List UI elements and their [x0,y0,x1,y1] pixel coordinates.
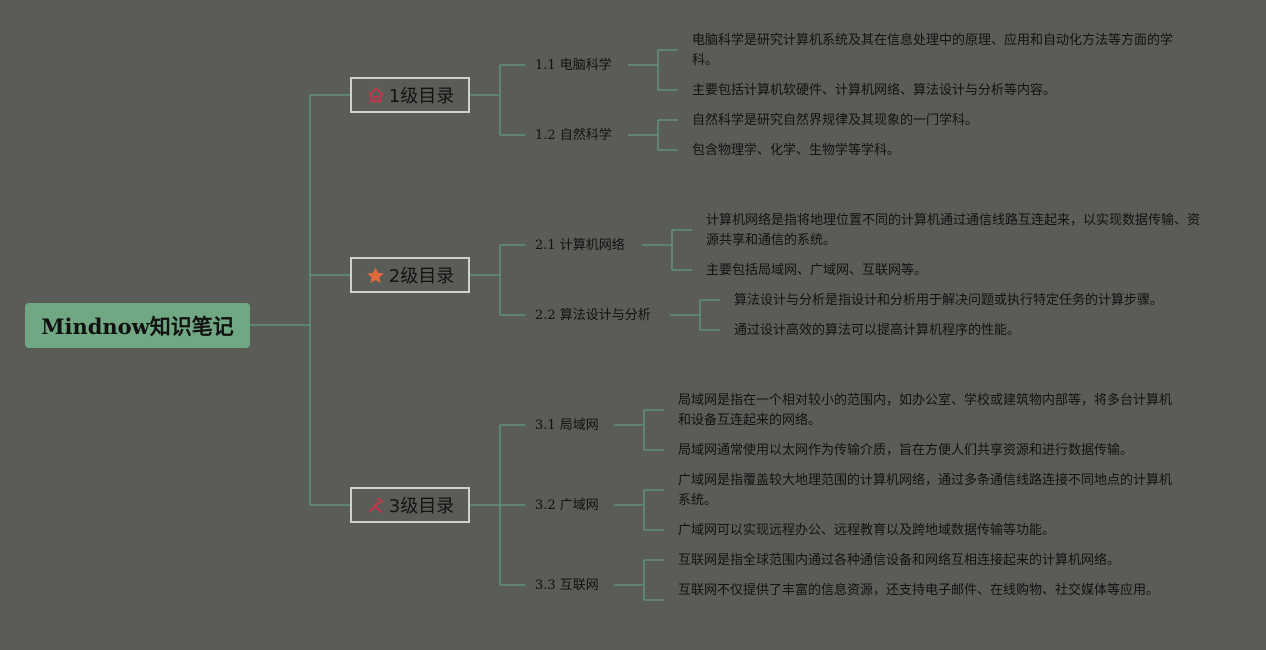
branch-2-node[interactable]: 2级目录 [350,257,470,293]
topic-1-2[interactable]: 1.2 自然科学 [535,128,612,143]
branch-2-label: 2级目录 [388,266,455,287]
branch-1-node[interactable]: 1级目录 [350,77,470,113]
root-label: Mindnow知识笔记 [41,313,234,339]
note-1-2-b[interactable]: 包含物理学、化学、生物学等学科。 [692,143,901,158]
topic-1-1[interactable]: 1.1 电脑科学 [535,58,612,73]
note-3-3-b[interactable]: 互联网不仅提供了丰富的信息资源，还支持电子邮件、在线购物、社交媒体等应用。 [678,583,1160,598]
topic-3-1[interactable]: 3.1 局域网 [535,418,599,433]
note-2-1-b[interactable]: 主要包括局域网、广域网、互联网等。 [706,263,928,278]
note-3-3-a[interactable]: 互联网是指全球范围内通过各种通信设备和网络互相连接起来的计算机网络。 [678,553,1121,568]
branch-3-label: 3级目录 [388,496,455,517]
root-node[interactable]: Mindnow知识笔记 [25,303,250,348]
note-1-2-a[interactable]: 自然科学是研究自然界规律及其现象的一门学科。 [692,113,979,128]
note-3-2-a[interactable]: 广域网是指覆盖较大地理范围的计算机网络，通过多条通信线路连接不同地点的计算机系统… [678,473,1173,508]
branch-3-node[interactable]: 3级目录 [350,487,470,523]
note-1-1-b[interactable]: 主要包括计算机软硬件、计算机网络、算法设计与分析等内容。 [692,83,1057,98]
tools-icon [366,495,386,515]
note-2-2-b[interactable]: 通过设计高效的算法可以提高计算机程序的性能。 [734,323,1021,338]
note-3-2-b[interactable]: 广域网可以实现远程办公、远程教育以及跨地域数据传输等功能。 [678,523,1056,538]
note-3-1-a[interactable]: 局域网是指在一个相对较小的范围内，如办公室、学校或建筑物内部等，将多台计算机和设… [678,393,1173,428]
topic-3-2[interactable]: 3.2 广域网 [535,498,599,513]
topic-3-3[interactable]: 3.3 互联网 [535,578,599,593]
note-2-2-a[interactable]: 算法设计与分析是指设计和分析用于解决问题或执行特定任务的计算步骤。 [734,293,1164,308]
topic-2-2[interactable]: 2.2 算法设计与分析 [535,308,651,323]
note-1-1-a[interactable]: 电脑科学是研究计算机系统及其在信息处理中的原理、应用和自动化方法等方面的学科。 [692,33,1174,68]
home-icon [366,85,386,105]
note-2-1-a[interactable]: 计算机网络是指将地理位置不同的计算机通过通信线路互连起来，以实现数据传输、资源共… [706,213,1201,248]
star-icon [366,265,386,285]
branch-1-label: 1级目录 [388,86,455,107]
note-3-1-b[interactable]: 局域网通常使用以太网作为传输介质，旨在方便人们共享资源和进行数据传输。 [678,443,1134,458]
topic-2-1[interactable]: 2.1 计算机网络 [535,238,625,253]
